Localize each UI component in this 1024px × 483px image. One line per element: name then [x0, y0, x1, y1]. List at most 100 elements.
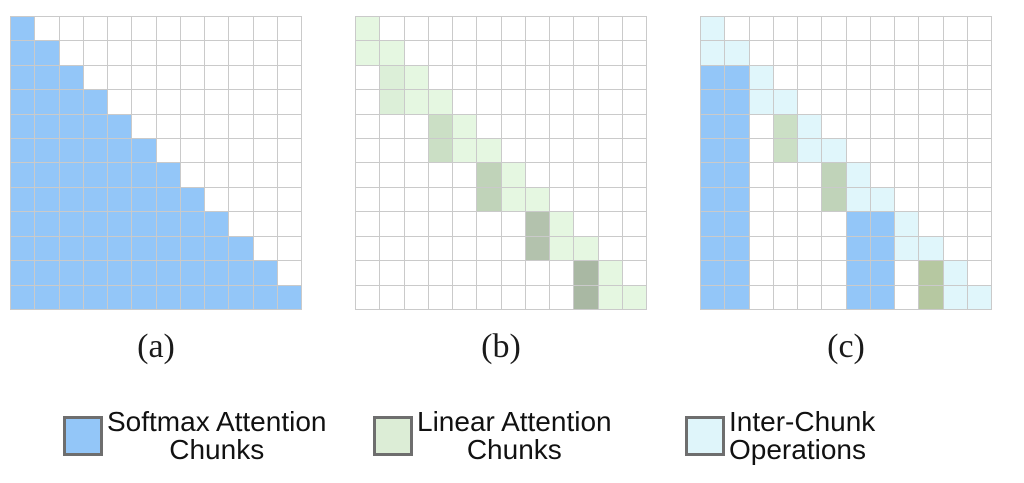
matrix-cell-empty [132, 90, 156, 114]
matrix-cell-empty [574, 114, 598, 139]
matrix-cell-empty [967, 139, 991, 163]
matrix-b-linear-chunked [355, 16, 647, 310]
matrix-cell-empty [428, 65, 452, 90]
matrix-cell-empty [967, 187, 991, 212]
matrix-cell-softmax-attention-chunk [846, 261, 870, 285]
matrix-cell-softmax-attention-chunk [725, 236, 749, 261]
matrix-cell-softmax-attention-chunk [132, 261, 156, 285]
matrix-cell-softmax-attention-chunk [11, 261, 35, 285]
matrix-cell-linear-attention-intra-chunk [453, 139, 477, 163]
matrix-cell-empty [59, 17, 83, 41]
matrix-cell-softmax-attention-chunk [180, 285, 204, 309]
matrix-cell-empty [749, 114, 773, 139]
matrix-cell-softmax-attention-chunk [83, 163, 107, 187]
matrix-cell-empty [356, 65, 380, 90]
matrix-cell-softmax-attention-chunk [277, 285, 301, 309]
matrix-cell-empty [253, 114, 277, 139]
legend-label-line: Softmax Attention [107, 406, 327, 437]
matrix-cell-empty [380, 285, 404, 309]
matrix-cell-linear-attention-intra-chunk [477, 139, 501, 163]
legend-item-softmax-attention-chunks: Softmax Attention Chunks [63, 408, 326, 464]
matrix-cell-empty [453, 17, 477, 41]
matrix-cell-empty [822, 41, 846, 65]
matrix-cell-softmax-attention-chunk [725, 90, 749, 114]
matrix-cell-softmax-attention-chunk [846, 285, 870, 309]
matrix-cell-empty [205, 114, 229, 139]
legend-label-softmax: Softmax Attention Chunks [107, 408, 326, 464]
matrix-cell-inter-chunk-operation [749, 65, 773, 90]
matrix-cell-empty [622, 90, 646, 114]
matrix-cell-empty [822, 285, 846, 309]
matrix-cell-softmax-attention-chunk [701, 90, 725, 114]
matrix-cell-softmax-attention-chunk [701, 65, 725, 90]
matrix-cell-softmax-attention-chunk [35, 261, 59, 285]
matrix-cell-inter-chunk-operation [943, 261, 967, 285]
matrix-cell-softmax-attention-chunk [11, 285, 35, 309]
matrix-cell-linear-attention-intra-chunk [356, 17, 380, 41]
matrix-cell-softmax-attention-chunk [59, 90, 83, 114]
matrix-cell-empty [622, 41, 646, 65]
matrix-cell-empty [846, 114, 870, 139]
legend-item-linear-attention-chunks: Linear Attention Chunks [373, 408, 612, 464]
matrix-cell-empty [404, 41, 428, 65]
matrix-cell-empty [428, 163, 452, 187]
matrix-cell-empty [205, 65, 229, 90]
matrix-cell-empty [574, 41, 598, 65]
matrix-cell-softmax-attention-chunk [205, 236, 229, 261]
matrix-cell-empty [156, 17, 180, 41]
matrix-cell-softmax-attention-chunk [725, 114, 749, 139]
matrix-cell-empty [180, 163, 204, 187]
matrix-cell-softmax-attention-chunk [83, 285, 107, 309]
matrix-cell-softmax-attention-chunk [701, 261, 725, 285]
matrix-cell-empty [253, 17, 277, 41]
matrix-cell-linear-attention-intra-chunk [356, 41, 380, 65]
matrix-cell-empty [453, 90, 477, 114]
matrix-cell-empty [967, 163, 991, 187]
matrix-cell-empty [550, 17, 574, 41]
matrix-cell-softmax-attention-chunk [229, 285, 253, 309]
matrix-cell-empty [277, 163, 301, 187]
matrix-cell-softmax-attention-chunk [701, 163, 725, 187]
matrix-cell-linear-state-level-3 [822, 187, 846, 212]
matrix-cell-empty [749, 187, 773, 212]
matrix-cell-empty [622, 163, 646, 187]
matrix-cell-empty [598, 212, 622, 236]
matrix-cell-empty [525, 90, 549, 114]
matrix-cell-empty [428, 236, 452, 261]
matrix-cell-softmax-attention-chunk [11, 187, 35, 212]
matrix-cell-empty [846, 90, 870, 114]
matrix-cell-empty [749, 163, 773, 187]
matrix-cell-softmax-attention-chunk [701, 139, 725, 163]
matrix-cell-empty [943, 41, 967, 65]
matrix-cell-empty [773, 163, 797, 187]
matrix-cell-empty [622, 212, 646, 236]
matrix-cell-linear-state-level-3 [477, 187, 501, 212]
matrix-cell-empty [749, 17, 773, 41]
matrix-cell-empty [477, 41, 501, 65]
matrix-cell-softmax-attention-chunk [132, 139, 156, 163]
matrix-cell-empty [525, 65, 549, 90]
matrix-cell-empty [156, 90, 180, 114]
matrix-cell-softmax-attention-chunk [59, 261, 83, 285]
matrix-cell-empty [404, 17, 428, 41]
matrix-cell-empty [132, 114, 156, 139]
matrix-cell-empty [525, 163, 549, 187]
matrix-cell-softmax-attention-chunk [229, 261, 253, 285]
matrix-cell-softmax-attention-chunk [132, 187, 156, 212]
matrix-cell-empty [453, 41, 477, 65]
matrix-cell-empty [180, 65, 204, 90]
matrix-cell-linear-state-level-3 [477, 163, 501, 187]
matrix-cell-empty [501, 236, 525, 261]
matrix-cell-empty [404, 163, 428, 187]
matrix-cell-empty [919, 114, 943, 139]
matrix-cell-empty [356, 163, 380, 187]
matrix-cell-empty [919, 90, 943, 114]
matrix-cell-empty [773, 285, 797, 309]
matrix-cell-empty [870, 90, 894, 114]
matrix-cell-empty [622, 114, 646, 139]
matrix-cell-empty [380, 114, 404, 139]
matrix-cell-linear-attention-intra-chunk [598, 285, 622, 309]
matrix-cell-softmax-attention-chunk [35, 139, 59, 163]
matrix-cell-empty [205, 17, 229, 41]
legend-swatch-linear-green [373, 416, 413, 456]
